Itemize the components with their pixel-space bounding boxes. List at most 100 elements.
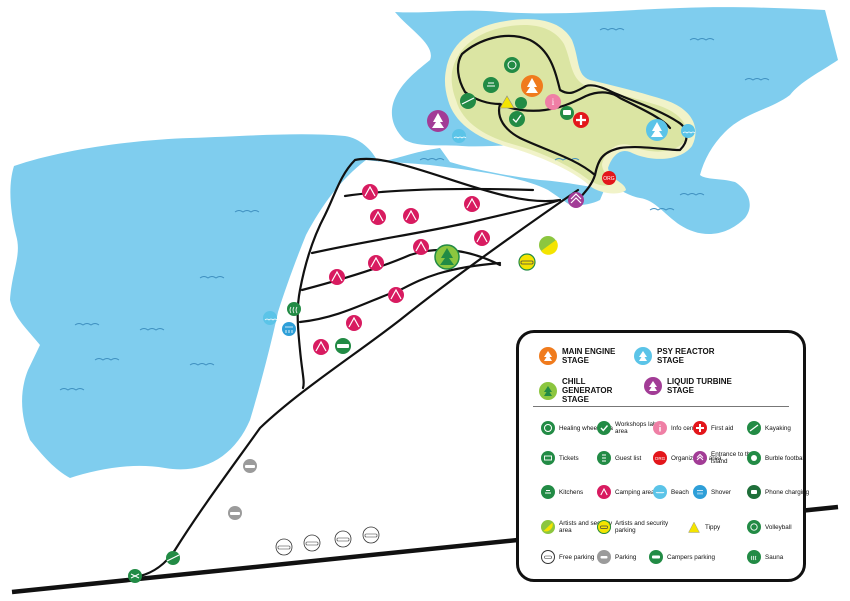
shower-icon[interactable] [282,322,296,336]
legend-item-label: Tippy [705,523,721,531]
entrance-icon[interactable] [568,192,584,208]
beach-icon[interactable] [681,124,696,138]
legend-item-label: Beach [671,488,689,496]
artists-area-icon [541,520,555,534]
free-parking-icon[interactable] [362,526,380,544]
legend-item-label: Campers parking [667,553,715,561]
sauna-icon [747,550,761,564]
beach-icon[interactable] [263,311,278,325]
legend-item-parking: Parking [597,550,669,564]
legend-item-phone: Phone charging [747,485,819,499]
camping-icon[interactable] [474,230,490,246]
free-parking-icon[interactable] [334,530,352,548]
kayaking-icon[interactable] [460,93,476,109]
free-parking-icon [541,550,555,564]
info-centre-icon[interactable]: i [545,94,561,110]
camping-icon[interactable] [370,209,386,225]
legend-item-label: Workshops lab area [615,421,657,435]
sauna-icon[interactable] [287,302,301,316]
legend-item-label: Camping area [615,488,655,496]
check-icon [597,421,611,435]
camp-outline [296,157,562,390]
legend-item-label: Kitchens [559,488,584,496]
legend-item-label: Burble football [765,454,806,462]
camping-icon[interactable] [313,339,329,355]
organizers-area-icon[interactable]: ORG [602,171,616,185]
kayaking-icon[interactable] [166,551,180,565]
ticket-icon [541,451,555,465]
legend-item-label: Parking [615,553,637,561]
camping-icon[interactable] [403,208,419,224]
legend-item-label: Artists and security area [559,520,613,534]
camping-icon[interactable] [464,196,480,212]
legend-item-ticket: Tickets [541,451,613,465]
legend-item-tent: Camping area [597,485,669,499]
tree-icon [539,381,557,400]
legend-item-volleyball: Volleyball [747,520,819,534]
guest-list-icon[interactable] [515,97,527,109]
beach-icon[interactable] [452,129,467,143]
org-badge-text: ORG [603,176,615,182]
legend-divider [533,406,789,407]
legend-stage-chill-generator: CHILL GENERATOR STAGE [539,377,632,404]
legend-stage-psy-reactor: PSY REACTOR STAGE [634,347,727,365]
legend-item-label: Sauna [765,553,784,561]
free-parking-icon[interactable] [303,534,321,552]
kitchens-icon[interactable] [483,77,499,93]
legend-label: CHILL GENERATOR STAGE [562,377,613,404]
tippy-icon[interactable] [499,95,515,109]
tree-icon [539,347,557,365]
legend-item-label: Free parking [559,553,595,561]
legend-item-label: Entrance to the island [711,451,754,465]
legend-item-guest-list: Guest list [597,451,669,465]
map-legend: MAIN ENGINE STAGE PSY REACTOR STAGE CHIL… [516,330,809,582]
legend-item-label: Kayaking [765,424,791,432]
psy-reactor-stage-icon[interactable] [646,119,668,141]
football-icon [747,451,761,465]
camping-icon[interactable] [362,184,378,200]
camping-icon[interactable] [413,239,429,255]
legend-item-entrance: Entrance to the island [693,451,765,465]
liquid-turbine-stage-icon[interactable] [427,110,449,132]
parking-icon [597,550,611,564]
shower-icon [693,485,707,499]
legend-label: LIQUID TURBINE STAGE [667,377,732,395]
campers-parking-icon[interactable] [335,338,351,354]
legend-label: MAIN ENGINE STAGE [562,347,616,365]
legend-item-label: Volleyball [765,523,792,531]
tippy-icon [687,520,701,534]
artists-parking-icon[interactable] [518,253,536,271]
healing-wheel-icon[interactable] [504,57,520,73]
guest-list-icon [597,451,611,465]
phone-charging-icon[interactable] [560,106,574,120]
legend-item-beach: Beach [653,485,725,499]
volleyball-icon [747,520,761,534]
legend-item-label: First aid [711,424,734,432]
island-inner-loop [498,91,672,130]
camping-icon[interactable] [346,315,362,331]
first-aid-icon[interactable] [573,112,589,128]
kitchen-icon [541,485,555,499]
main-engine-stage-icon[interactable] [521,75,543,97]
camping-icon[interactable] [388,287,404,303]
camping-icon[interactable] [368,255,384,271]
camping-icon[interactable] [329,269,345,285]
parking-icon[interactable] [243,459,257,473]
free-parking-icon[interactable] [275,538,293,556]
artists-area-icon[interactable] [539,236,558,255]
legend-item-label: Guest list [615,454,642,462]
camp-row-2 [300,248,502,292]
legend-item-first-aid: First aid [693,421,765,435]
island-path-stem [497,102,597,202]
camp-row-1 [310,198,562,255]
parking-icon[interactable] [228,506,242,520]
legend-item-shower: Shover [693,485,765,499]
workshops-icon[interactable] [509,111,525,127]
tent-icon [597,485,611,499]
chill-generator-stage-icon[interactable] [434,244,460,270]
lake-west [10,134,605,478]
wheel-icon [541,421,555,435]
legend-stage-liquid-turbine: LIQUID TURBINE STAGE [644,377,737,395]
tickets-icon[interactable] [128,569,142,583]
